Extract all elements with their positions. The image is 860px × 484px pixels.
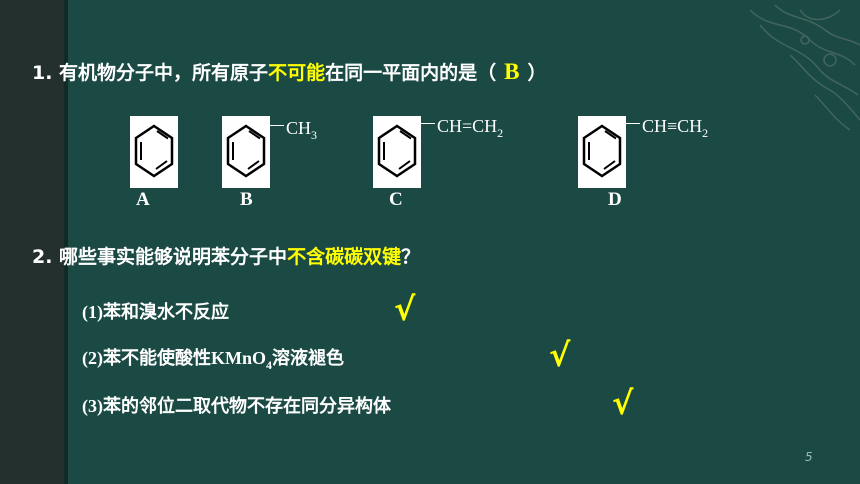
reason-item-2: (2)苯不能使酸性KMnO4溶液褪色 [82,344,345,372]
substituent-b-text: CH [286,118,312,138]
item-3-text: 苯的邻位二取代物不存在同分异构体 [103,396,391,417]
question-2: 2. 哪些事实能够说明苯分子中不含碳碳双键？ [32,242,420,269]
substituent-d-subscript: 2 [702,126,709,140]
q2-highlight: 不含碳碳双键 [287,246,402,268]
benzene-structure-c [373,116,421,188]
slide-page-number: 5 [805,450,813,464]
check-mark-icon: √ [549,336,571,374]
item-3-number: (3) [82,396,103,416]
item-2-formula: KMnO [211,348,267,368]
q1-text-before: 1. 有机物分子中，所有原子 [32,62,269,84]
option-letter-b: B [240,189,253,210]
check-mark-icon: √ [612,384,634,422]
substituent-b-subscript: 3 [311,128,318,142]
substituent-c-subscript: 2 [497,126,504,140]
substituent-d: CH≡CH2 [626,116,709,140]
question-1: 1. 有机物分子中，所有原子不可能在同一平面内的是（ B ） [32,58,546,85]
option-letter-a: A [136,189,150,210]
decorative-dragon-ornament [749,4,860,131]
q2-text-after: ？ [401,246,421,268]
substituent-c: CH=CH2 [421,116,504,140]
left-divider-stripe [64,0,68,484]
q1-highlight: 不可能 [268,62,326,84]
substituent-b: CH3 [270,118,318,142]
bond-line [421,123,435,124]
item-2-formula-subscript: 4 [266,358,273,372]
bond-line [626,123,640,124]
left-sidebar-bar [0,0,64,484]
q2-text-before: 2. 哪些事实能够说明苯分子中 [32,246,288,268]
benzene-structure-b [222,116,270,188]
benzene-structure-a [130,116,178,188]
item-1-text: 苯和溴水不反应 [103,302,229,323]
item-2-number: (2) [82,348,103,368]
substituent-d-text: CH≡CH [642,116,703,136]
option-letter-c: C [389,189,403,210]
substituent-c-text: CH=CH [437,116,498,136]
option-letter-d: D [608,189,622,210]
reason-item-1: (1)苯和溴水不反应 [82,298,229,324]
q1-text-after: 在同一平面内的是（ [325,62,497,84]
benzene-structure-d [578,116,626,188]
bond-line [270,125,284,126]
check-mark-icon: √ [394,290,416,328]
item-2-text-after: 溶液褪色 [272,348,345,369]
item-1-number: (1) [82,302,103,322]
reason-item-3: (3)苯的邻位二取代物不存在同分异构体 [82,392,391,418]
item-2-text-before: 苯不能使酸性 [103,348,211,369]
q1-close-paren: ） [527,62,547,84]
q1-answer: B [504,59,520,84]
